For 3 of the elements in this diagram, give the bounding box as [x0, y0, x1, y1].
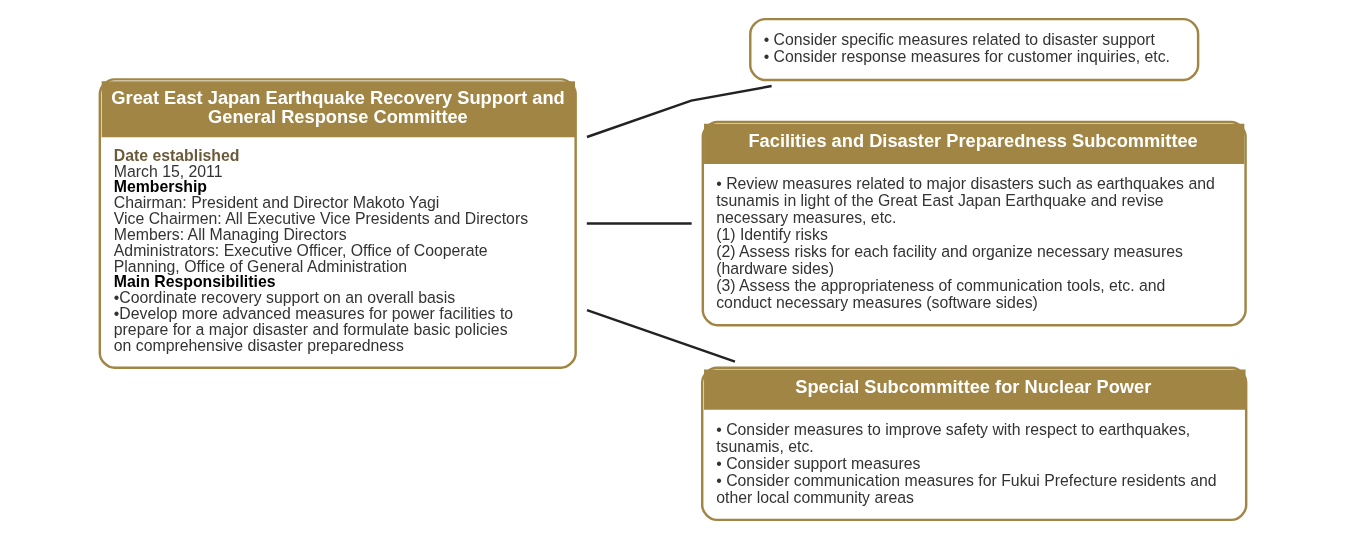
connector: [586, 222, 692, 225]
connector: [586, 308, 736, 363]
connector: [586, 84, 772, 139]
